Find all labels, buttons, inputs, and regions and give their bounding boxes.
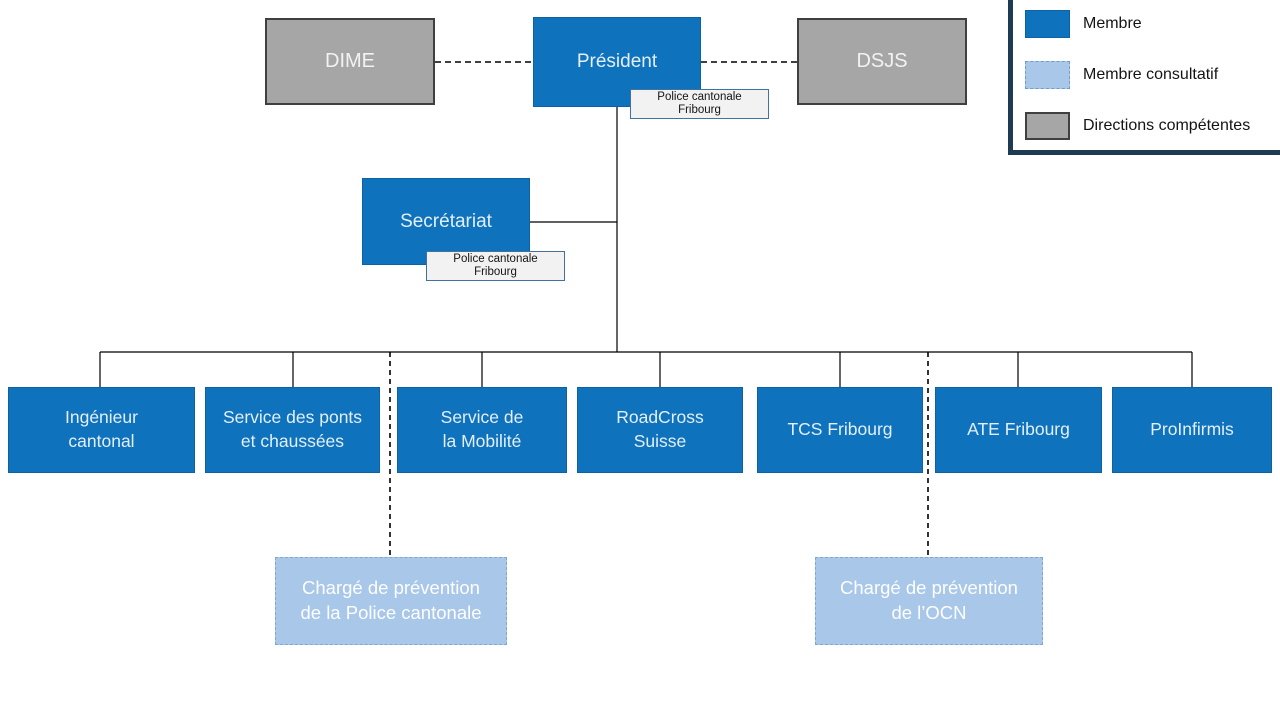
legend-item-membre-consultatif: Membre consultatif — [1025, 61, 1280, 89]
legend: Membre Membre consultatif Directions com… — [1008, 0, 1280, 155]
legend-item-membre: Membre — [1025, 10, 1280, 38]
consultative-swatch — [1025, 61, 1070, 89]
node-dsjs: DSJS — [797, 18, 967, 105]
directions-swatch — [1025, 112, 1070, 140]
node-tcs-fribourg: TCS Fribourg — [757, 387, 923, 473]
member-swatch — [1025, 10, 1070, 38]
node-charge-prevention-ocn: Chargé de prévention de l’OCN — [815, 557, 1043, 645]
legend-label: Membre — [1083, 15, 1142, 32]
node-service-ponts-chaussees: Service des ponts et chaussées — [205, 387, 380, 473]
node-service-mobilite: Service de la Mobilité — [397, 387, 567, 473]
node-secretariat: Secrétariat — [362, 178, 530, 265]
legend-label: Membre consultatif — [1083, 66, 1219, 83]
president-note-police-cantonale: Police cantonale Fribourg — [630, 89, 769, 119]
node-ate-fribourg: ATE Fribourg — [935, 387, 1102, 473]
node-proinfirmis: ProInfirmis — [1112, 387, 1272, 473]
legend-label: Directions compétentes — [1083, 117, 1251, 134]
node-president: Président — [533, 17, 701, 107]
node-roadcross-suisse: RoadCross Suisse — [577, 387, 743, 473]
node-ingenieur-cantonal: Ingénieur cantonal — [8, 387, 195, 473]
legend-item-directions-competentes: Directions compétentes — [1025, 112, 1280, 140]
secretariat-note-police-cantonale: Police cantonale Fribourg — [426, 251, 565, 281]
node-dime: DIME — [265, 18, 435, 105]
node-charge-prevention-police-cantonale: Chargé de prévention de la Police canton… — [275, 557, 507, 645]
